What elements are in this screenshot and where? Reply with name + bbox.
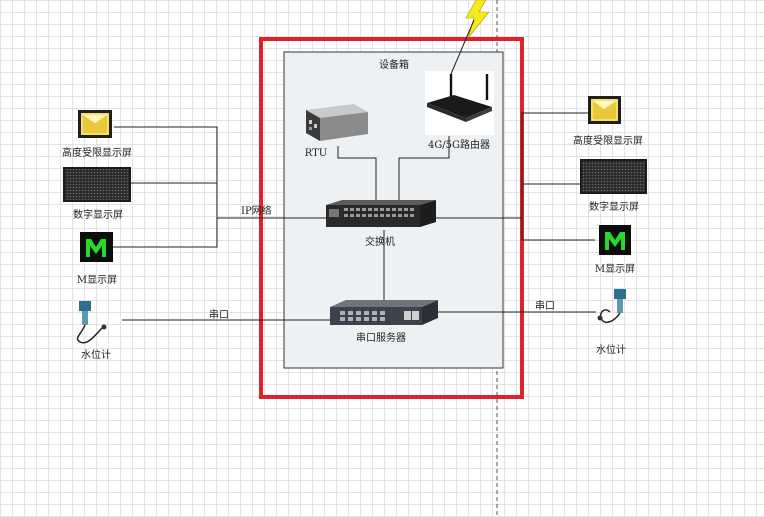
left-display-bus <box>113 126 218 248</box>
water-level-sensor-left-icon[interactable] <box>76 301 107 344</box>
height-limit-display-left-icon[interactable] <box>78 110 112 138</box>
connection-lines <box>113 112 596 321</box>
lightning-signal-icon <box>465 0 490 39</box>
height-limit-display-right-icon[interactable] <box>588 96 621 124</box>
switch-label: 交换机 <box>365 237 395 248</box>
digital-display-right-label: 数字显示屏 <box>589 202 639 213</box>
wireless-router-icon[interactable] <box>425 19 494 135</box>
m-display-left-label: M显示屏 <box>76 275 118 286</box>
serial-port-right-label: 串口 <box>535 301 555 312</box>
serial-server-icon[interactable] <box>330 300 438 325</box>
serial-server-label: 串口服务器 <box>356 333 406 344</box>
height-limit-display-left-label: 高度受限显示屏 <box>62 148 132 159</box>
serial-port-left-label: 串口 <box>209 310 229 321</box>
water-level-sensor-right-icon[interactable] <box>597 289 627 324</box>
rtu-switch-link <box>337 146 377 201</box>
digital-display-left-label: 数字显示屏 <box>73 210 123 221</box>
right-display-bus <box>521 112 595 241</box>
rtu-box-icon[interactable] <box>306 104 368 141</box>
cabinet-title: 设备箱 <box>379 60 409 71</box>
ip-network-label: IP网络 <box>241 206 272 217</box>
router-switch-link <box>398 136 450 201</box>
router-label: 4G/5G路由器 <box>427 140 491 151</box>
m-display-left-icon[interactable] <box>80 232 113 262</box>
m-display-right-label: M显示屏 <box>594 264 636 275</box>
digital-display-right-icon[interactable] <box>580 159 647 194</box>
m-display-right-icon[interactable] <box>599 225 631 255</box>
rtu-label: RTU <box>304 148 328 159</box>
water-level-meter-left-label: 水位计 <box>81 350 111 361</box>
network-switch-icon[interactable] <box>326 200 436 227</box>
water-level-meter-right-label: 水位计 <box>596 345 626 356</box>
digital-display-left-icon[interactable] <box>63 167 131 202</box>
height-limit-display-right-label: 高度受限显示屏 <box>573 136 643 147</box>
